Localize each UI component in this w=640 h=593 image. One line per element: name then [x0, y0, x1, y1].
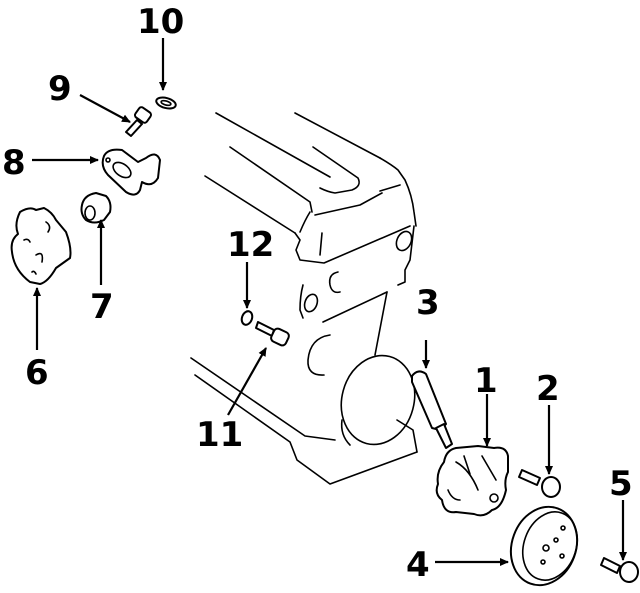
- engine-block: [190, 112, 418, 485]
- leader-9: [79, 94, 131, 123]
- part-10-washer: [155, 96, 177, 110]
- part-8-water-outlet: [101, 148, 161, 196]
- callout-9: 9: [48, 69, 72, 109]
- callout-4: 4: [406, 545, 430, 585]
- part-11-drain-plug: [255, 321, 290, 347]
- callout-11: 11: [196, 415, 243, 455]
- part-2-bolt: [518, 469, 561, 498]
- part-5-bolt: [600, 557, 639, 583]
- part-9-bolt: [125, 106, 152, 137]
- callout-2: 2: [536, 369, 560, 409]
- callout-5: 5: [609, 464, 633, 504]
- callout-6: 6: [25, 353, 49, 393]
- callout-12: 12: [227, 225, 274, 265]
- part-7-thermostat: [80, 192, 112, 224]
- part-3-pipe-connector: [411, 370, 453, 449]
- callout-7: 7: [90, 287, 114, 327]
- callout-8: 8: [2, 143, 26, 183]
- callout-3: 3: [416, 283, 440, 323]
- leader-11: [227, 347, 267, 416]
- part-6-thermostat-housing: [10, 207, 72, 285]
- part-4-pulley: [509, 505, 579, 587]
- callout-10: 10: [137, 2, 184, 42]
- callout-1: 1: [474, 361, 498, 401]
- part-12-washer: [240, 310, 254, 326]
- part-1-water-pump: [435, 445, 509, 517]
